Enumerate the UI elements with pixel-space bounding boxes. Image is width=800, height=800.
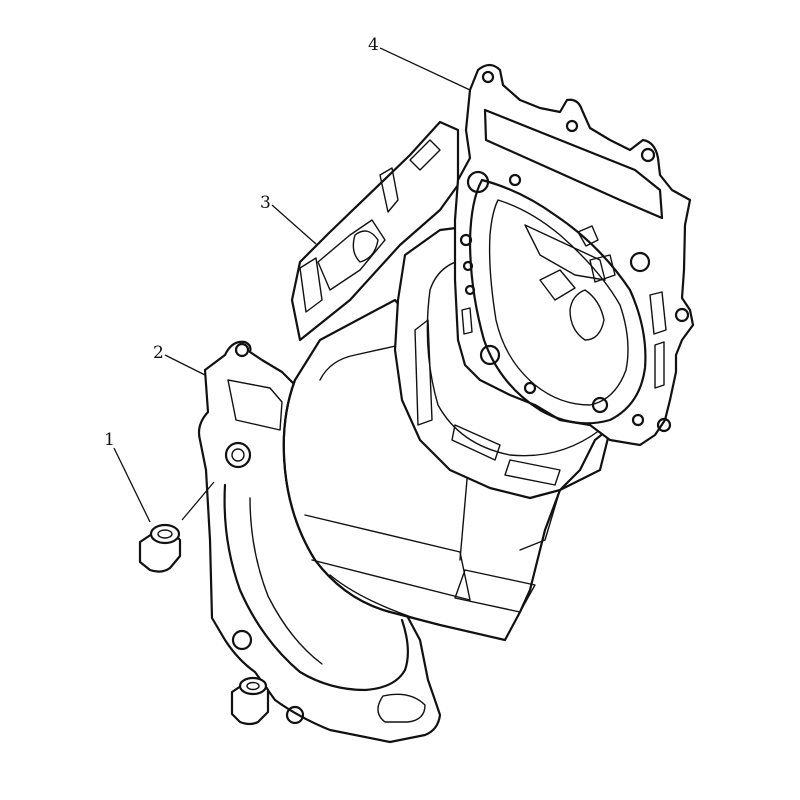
callout-4: 4 xyxy=(368,35,379,55)
leader-line-3 xyxy=(271,204,317,245)
dowel-pin-upper-part-1 xyxy=(138,523,182,573)
base-gasket-part-2 xyxy=(197,340,442,744)
callout-3: 3 xyxy=(260,193,271,213)
callout-1: 1 xyxy=(104,430,115,450)
dowel-pin-lower-part-1 xyxy=(230,676,270,726)
callout-2: 2 xyxy=(153,343,164,363)
leader-line-2 xyxy=(164,354,206,376)
leader-line-4 xyxy=(379,47,471,91)
leader-line-1b xyxy=(181,481,215,521)
leader-line-1 xyxy=(113,447,151,523)
head-gasket-part-4 xyxy=(453,63,695,447)
